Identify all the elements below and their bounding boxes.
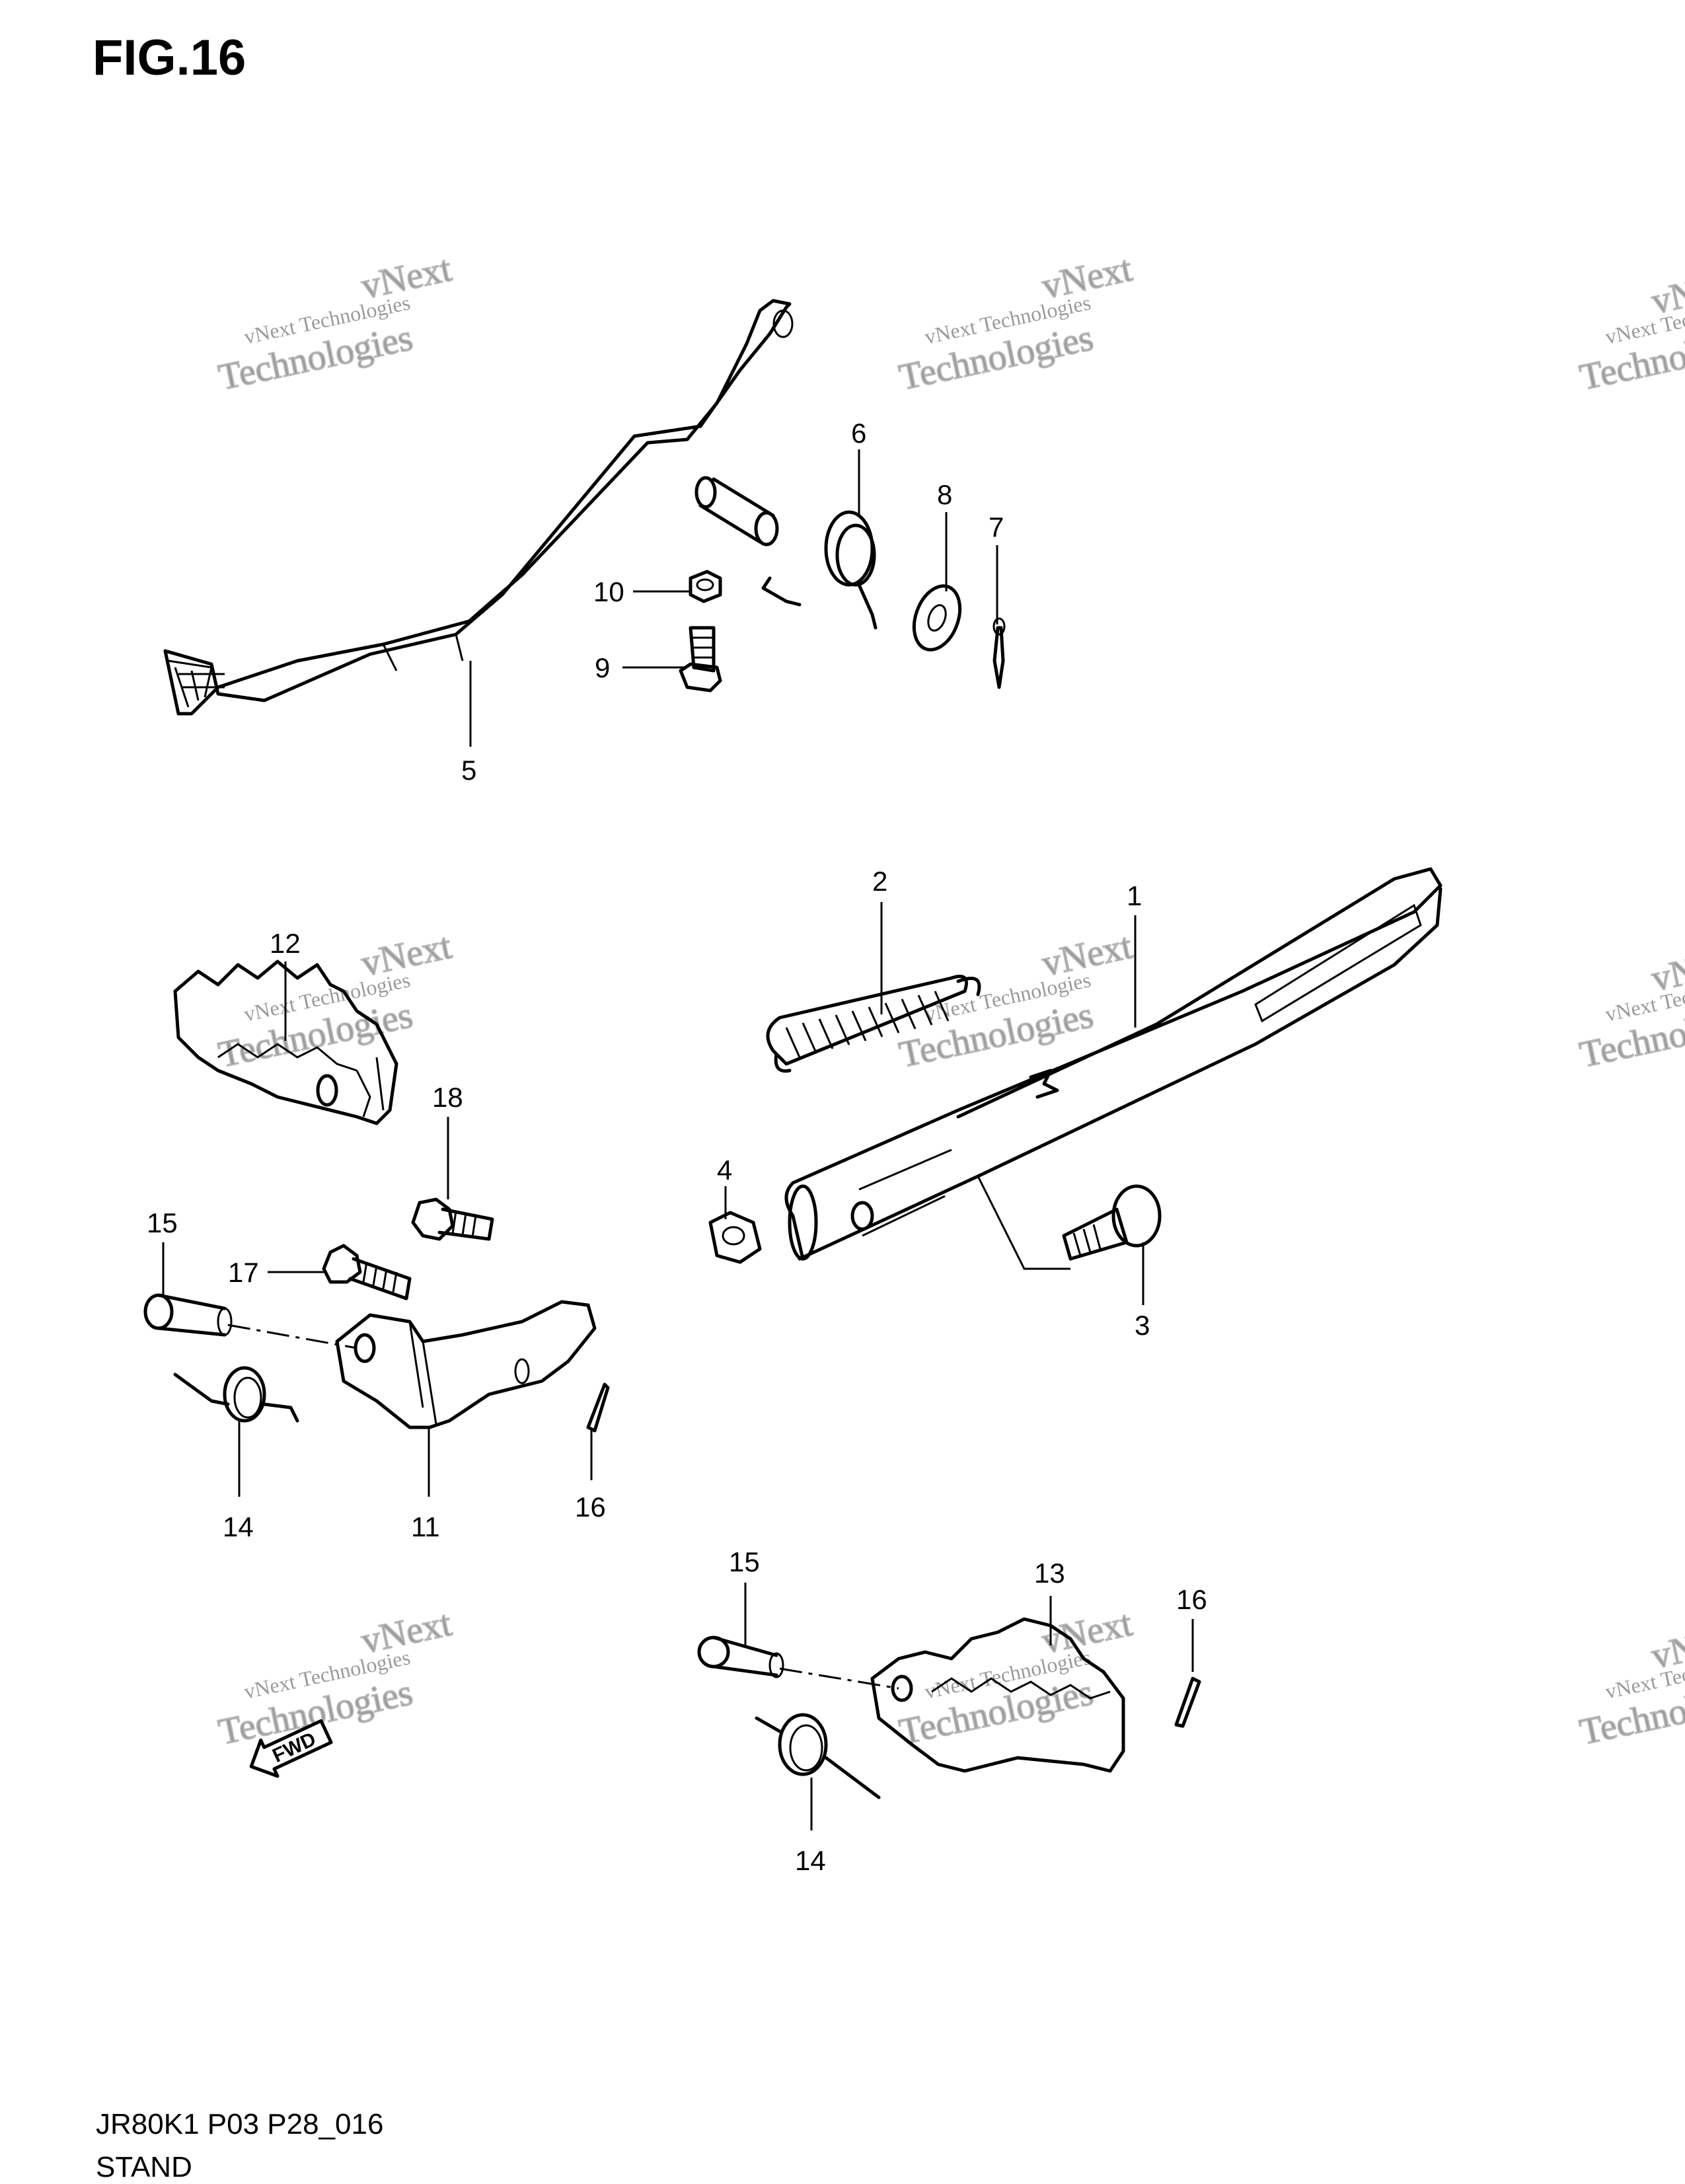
cotter-pin-part	[992, 617, 1006, 689]
callout-16: 16	[1176, 1584, 1207, 1615]
brake-pedal-part	[163, 299, 794, 716]
watermark: vNext vNext Technologies Technologies	[215, 247, 456, 398]
alignment-line	[227, 1324, 357, 1349]
pedal-return-spring-part	[761, 510, 878, 630]
callout-11: 11	[411, 1511, 440, 1542]
callout-12: 12	[270, 928, 301, 959]
side-stand-part	[784, 867, 1442, 1270]
bolt-part	[679, 626, 722, 693]
nut-part	[689, 570, 722, 603]
section-name: STAND	[96, 2151, 192, 2183]
callout-14: 14	[223, 1511, 254, 1542]
stand-nut-part	[708, 1211, 762, 1264]
callout-5: 5	[461, 755, 476, 786]
watermark: vNext vNext Technologies Technologies	[215, 1602, 456, 1753]
watermark: vNext vNext Technologies Technologies	[1576, 1617, 1685, 1753]
callout-8: 8	[937, 479, 952, 510]
callout-4: 4	[717, 1154, 732, 1186]
callout-2: 2	[872, 866, 887, 897]
stand-bolt-part	[1062, 1184, 1162, 1261]
alignment-line	[779, 1667, 899, 1690]
footrest-pin-part	[143, 1293, 233, 1337]
callout-9: 9	[595, 652, 610, 683]
callout-15: 15	[729, 1546, 760, 1577]
callout-15: 15	[147, 1207, 178, 1238]
callout-10: 10	[593, 576, 624, 607]
footrest-pin-part	[697, 1636, 784, 1678]
callout-6: 6	[851, 418, 866, 449]
footrest-spring-part	[755, 1713, 881, 1799]
footrest-bolt-part	[411, 1197, 494, 1241]
cotter-pin-part	[1174, 1676, 1201, 1728]
watermark: vNext vNext Technologies Technologies	[895, 247, 1137, 398]
cotter-pin-part	[586, 1382, 610, 1433]
watermark: vNext vNext Technologies Technologies	[1576, 262, 1685, 398]
callout-numbers: 1 2 3 4 5 6 7 8 9 10 11 12 13 14 14 15 1…	[147, 418, 1207, 1876]
callout-7: 7	[989, 511, 1004, 543]
callout-17: 17	[228, 1257, 259, 1288]
stand-spring-part	[766, 975, 981, 1073]
callout-18: 18	[432, 1082, 463, 1113]
watermark: vNext vNext Technologies Technologies	[895, 924, 1137, 1076]
watermark: vNext vNext Technologies Technologies	[1576, 940, 1685, 1076]
washer-part	[912, 584, 962, 652]
footrest-bracket-part	[335, 1300, 597, 1429]
callout-13: 13	[1034, 1558, 1065, 1589]
watermark: vNext vNext Technologies Technologies	[215, 924, 456, 1076]
figure-title: FIG.16	[93, 30, 246, 86]
callout-1: 1	[1127, 880, 1142, 911]
right-footrest-part	[870, 1617, 1125, 1773]
bracket-bolt-part	[322, 1244, 412, 1300]
footrest-spring-part	[173, 1366, 299, 1423]
left-footrest-part	[173, 960, 398, 1125]
diagram-code: JR80K1 P03 P28_016	[96, 2108, 384, 2140]
callout-3: 3	[1135, 1310, 1150, 1341]
callout-16: 16	[575, 1491, 606, 1523]
leader-lines	[162, 449, 1194, 1830]
watermark: vNext vNext Technologies Technologies	[895, 1602, 1137, 1753]
callout-14: 14	[795, 1845, 826, 1876]
